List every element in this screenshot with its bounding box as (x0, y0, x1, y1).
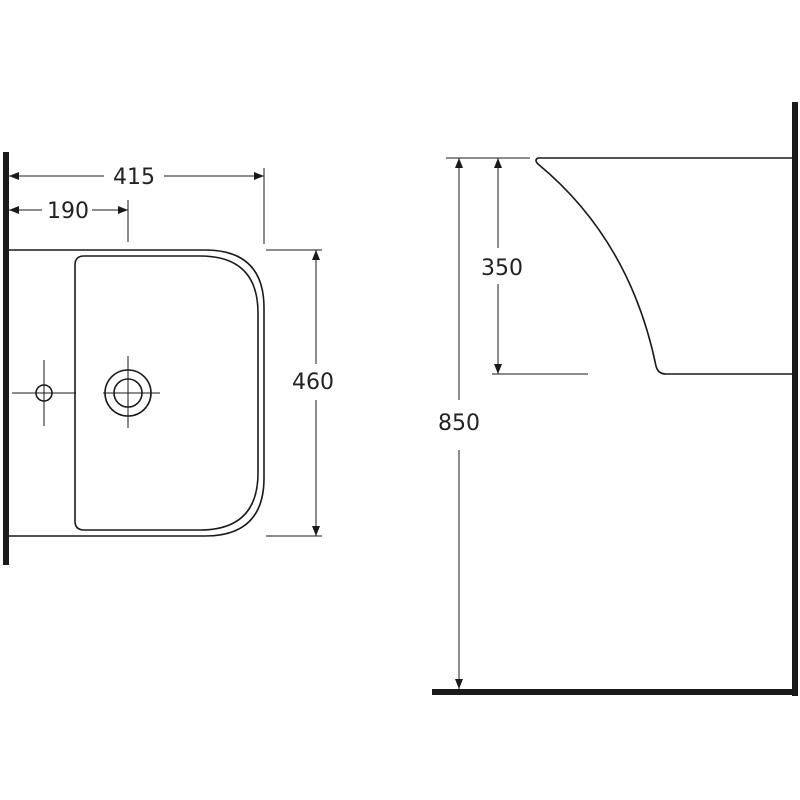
dimension-tap-offset-label: 190 (47, 199, 89, 224)
overflow-hole (12, 360, 76, 426)
dimension-basin-height: 350 (481, 158, 588, 375)
dimension-width-label: 415 (113, 165, 155, 190)
dimension-tap-offset: 190 (9, 199, 129, 242)
dimension-width: 415 (9, 165, 265, 244)
top-view: 415 190 460 (3, 152, 334, 565)
basin-outer-outline (9, 249, 265, 537)
basin-side-profile (535, 157, 792, 375)
dimension-basin-height-label: 350 (481, 256, 523, 281)
basin-inner-bowl (74, 255, 259, 531)
dimension-mounting-height-label: 850 (438, 411, 480, 436)
tap-hole (103, 356, 160, 428)
dimension-depth-label: 460 (292, 370, 334, 395)
dimension-depth: 460 (266, 249, 334, 537)
dimension-mounting-height: 850 (438, 157, 530, 689)
side-view: 850 350 (432, 102, 798, 696)
